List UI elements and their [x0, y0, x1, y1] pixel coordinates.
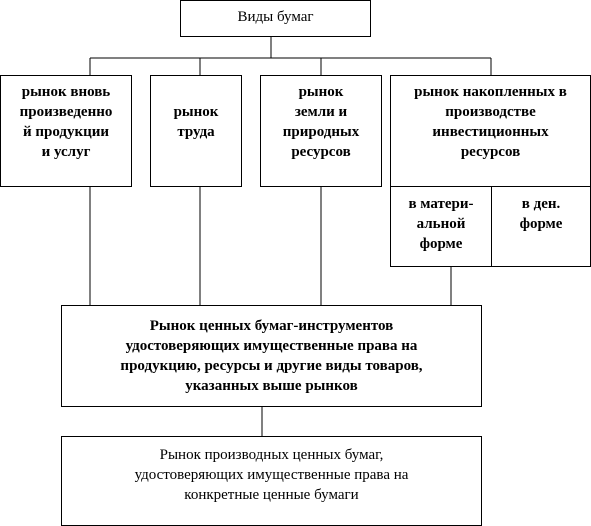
form-2-line: в ден.	[521, 196, 561, 212]
derivatives-line: Рынок производных ценных бумаг,	[159, 447, 384, 463]
market-1-line: й продукции	[22, 124, 110, 140]
market-4-line: инвестиционных	[432, 124, 549, 140]
instruments-line: продукцию, ресурсы и другие виды товаров…	[120, 358, 423, 374]
root-box: Виды бумаг	[180, 0, 371, 37]
market-4-line: ресурсов	[460, 144, 521, 160]
market-3-line: рынок	[298, 84, 344, 100]
instruments-line: удостоверяющих имущественные права на	[125, 338, 418, 354]
market-1-line: рынок вновь	[21, 84, 111, 100]
derivatives-box: Рынок производных ценных бумаг, удостове…	[61, 436, 482, 526]
market-3-line: природных	[282, 124, 360, 140]
instruments-box: Рынок ценных бумаг-инструментов удостове…	[61, 305, 482, 407]
form-1-line: альной	[416, 216, 466, 232]
market-1-line: и услуг	[41, 144, 91, 160]
market-box-labor: рынок труда	[150, 75, 242, 187]
derivatives-line: конкретные ценные бумаги	[184, 487, 359, 503]
form-1-line: в матери-	[408, 196, 474, 212]
market-3-line: ресурсов	[291, 144, 351, 160]
instruments-line: Рынок ценных бумаг-инструментов	[149, 318, 394, 334]
form-box-monetary: в ден. форме	[491, 186, 591, 267]
market-3-line: земли и	[294, 104, 348, 120]
market-box-accumulated: рынок накопленных в производстве инвести…	[390, 75, 591, 187]
derivatives-line: удостоверяющих имущественные права на	[134, 467, 409, 483]
market-1-line: произведенно	[19, 104, 113, 120]
market-4-line: рынок накопленных в	[414, 84, 567, 100]
form-2-line: форме	[519, 216, 563, 232]
root-label: Виды бумаг	[237, 9, 314, 25]
market-2-line: труда	[177, 124, 215, 140]
market-2-line: рынок	[173, 104, 219, 120]
market-box-new-products: рынок вновь произведенно й продукции и у…	[0, 75, 132, 187]
form-box-material: в матери- альной форме	[390, 186, 492, 267]
market-4-line: производстве	[445, 104, 536, 120]
instruments-line: указанных выше рынков	[185, 378, 358, 394]
market-box-land: рынок земли и природных ресурсов	[260, 75, 382, 187]
form-1-line: форме	[419, 236, 463, 252]
